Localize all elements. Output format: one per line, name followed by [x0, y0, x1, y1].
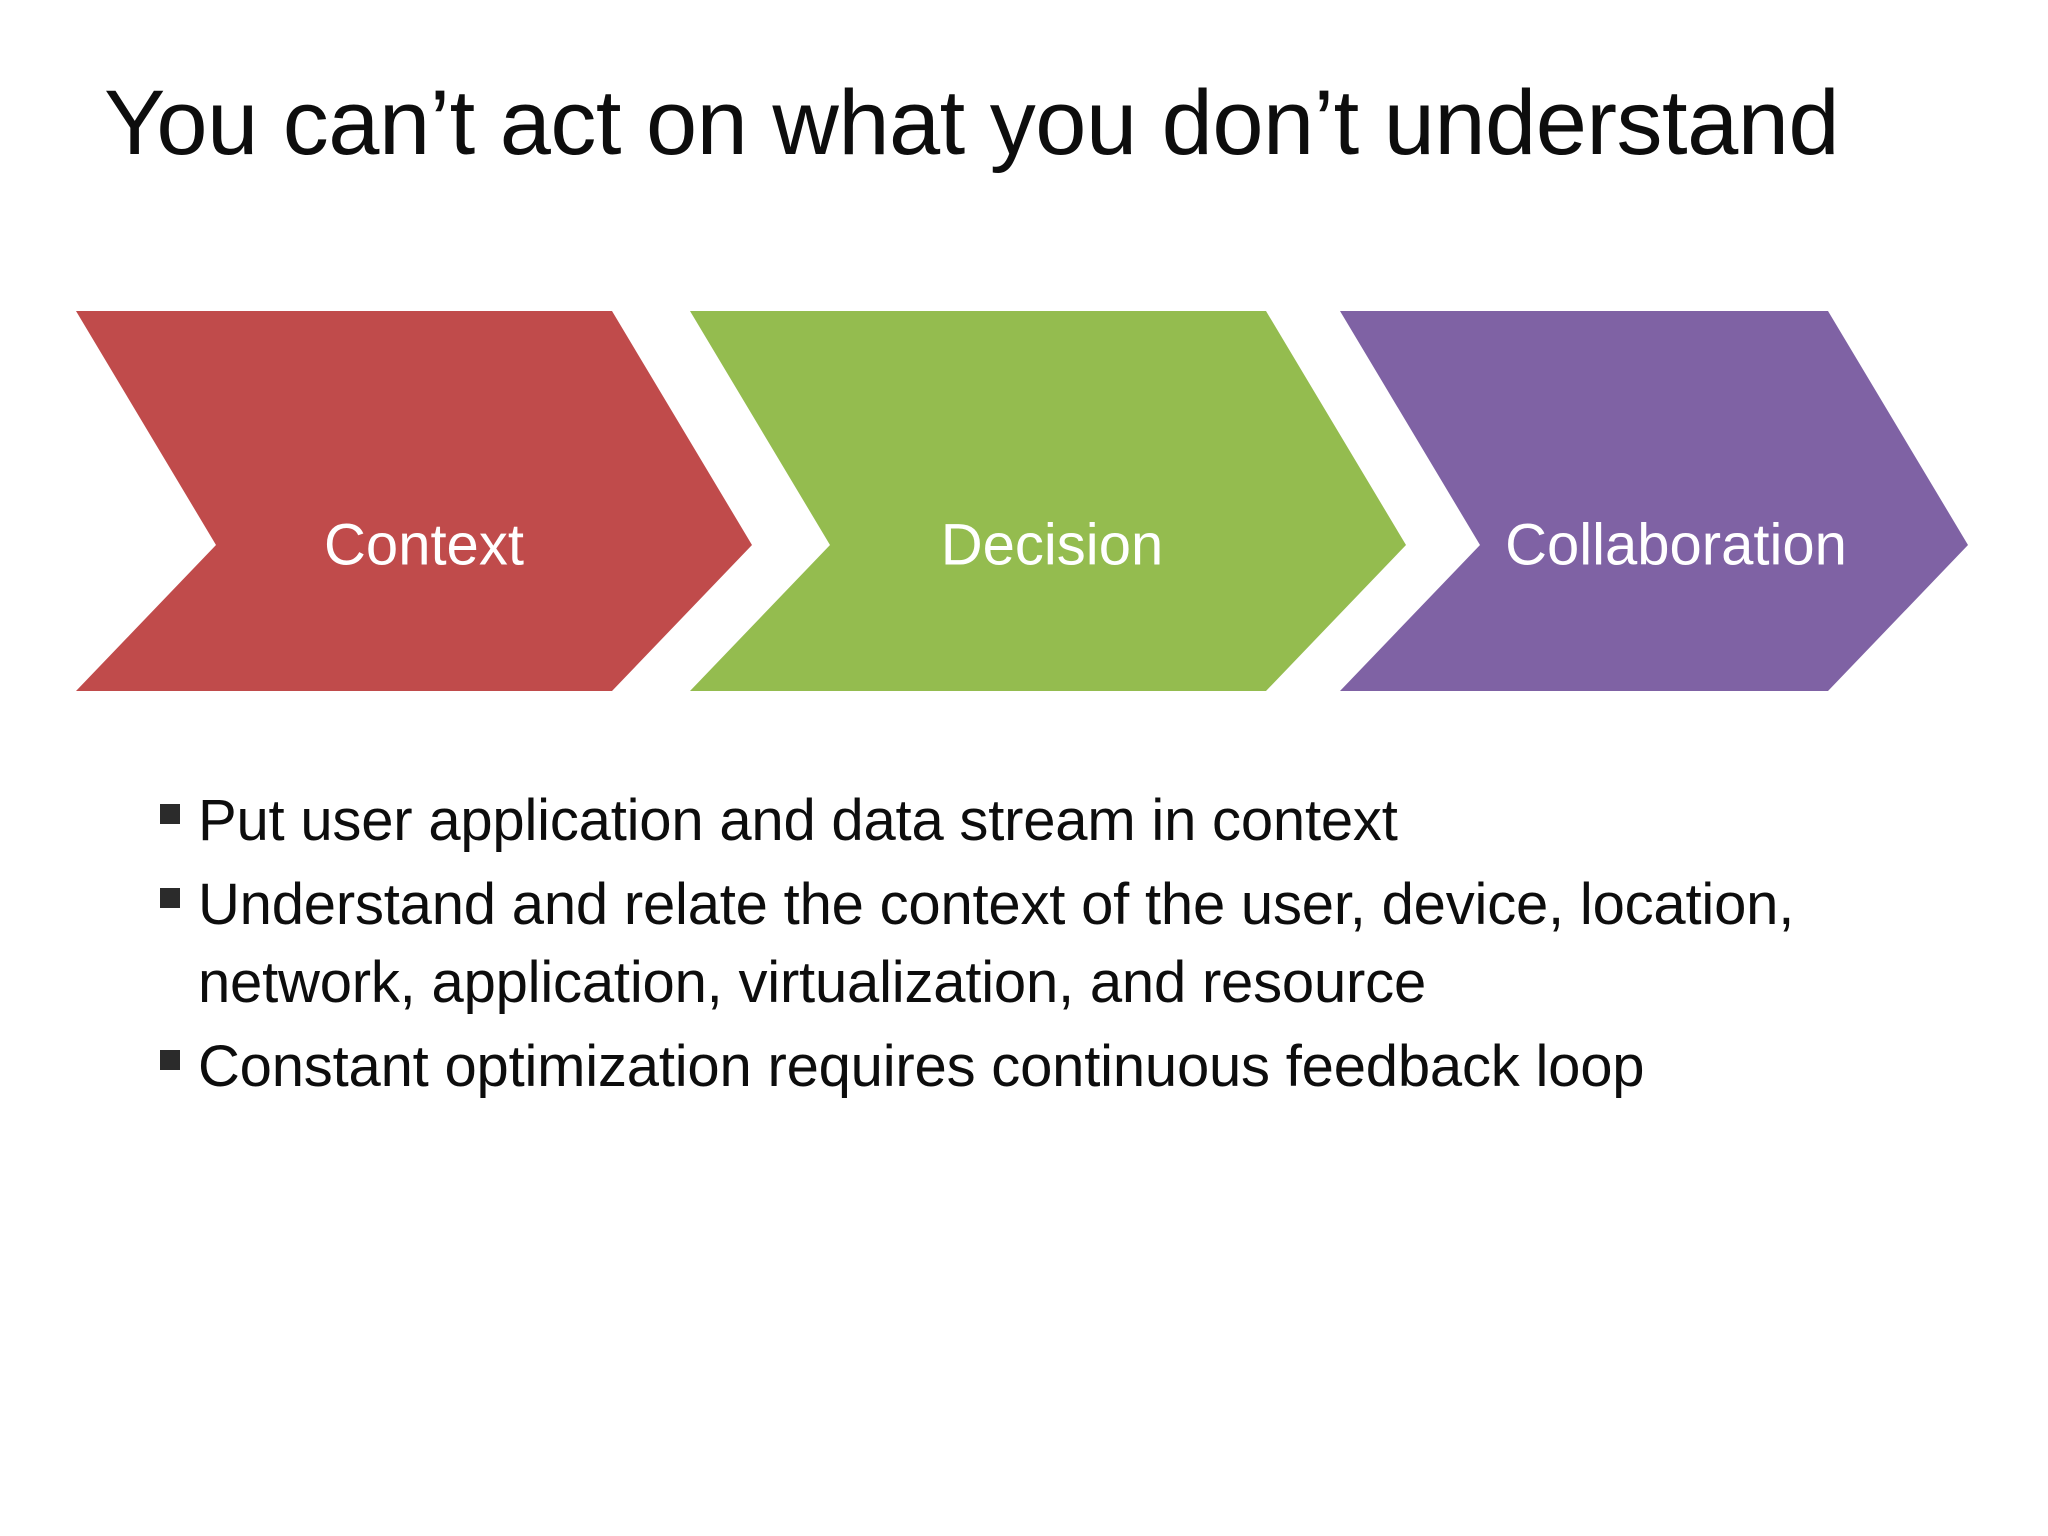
process-step-context[interactable]: Context: [76, 311, 752, 691]
bullet-list: Put user application and data stream in …: [160, 782, 1970, 1112]
list-item-text: Constant optimization requires continuou…: [198, 1034, 1645, 1099]
list-item: Put user application and data stream in …: [160, 782, 1970, 860]
chevron-label-decision: Decision: [941, 512, 1163, 577]
chevron-shape-decision[interactable]: [690, 311, 1406, 691]
page-title: You can’t act on what you don’t understa…: [104, 72, 1840, 174]
chevron-label-collaboration: Collaboration: [1505, 512, 1847, 577]
square-bullet-icon: [160, 782, 198, 824]
square-bullet-icon: [160, 866, 198, 908]
chevron-shape-context[interactable]: [76, 311, 752, 691]
list-item-text: Put user application and data stream in …: [198, 788, 1398, 853]
list-item: Constant optimization requires continuou…: [160, 1028, 1970, 1106]
chevron-shape-collaboration[interactable]: [1340, 311, 1968, 691]
process-step-collaboration[interactable]: Collaboration: [1340, 311, 1968, 691]
list-item-text: Understand and relate the context of the…: [198, 872, 1795, 1015]
chevron-label-context: Context: [324, 512, 524, 577]
list-item: Understand and relate the context of the…: [160, 866, 1970, 1022]
process-step-decision[interactable]: Decision: [690, 311, 1406, 691]
square-bullet-icon: [160, 1028, 198, 1070]
